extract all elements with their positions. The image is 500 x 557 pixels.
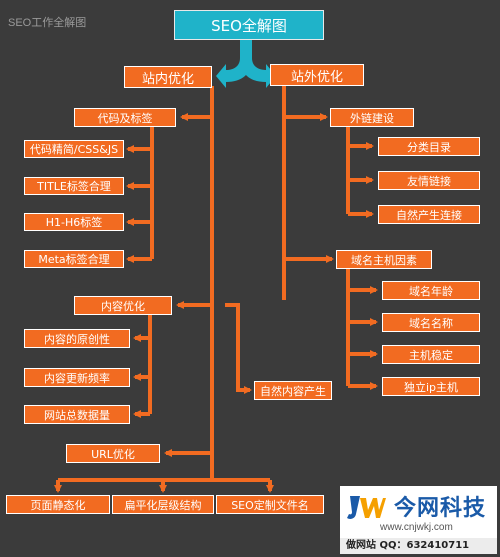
content-item-frequency: 内容更新频率	[24, 368, 130, 387]
links-item-natural: 自然产生连接	[378, 205, 480, 224]
watermark-url: www.cnjwkj.com	[380, 522, 453, 533]
domain-item-ip: 独立ip主机	[382, 377, 480, 396]
diagram-title: SEO全解图	[174, 10, 324, 40]
code-tags-node: 代码及标签	[74, 108, 176, 127]
links-node: 外链建设	[330, 108, 414, 127]
watermark-footer: 做网站 QQ：632410711	[340, 538, 497, 554]
links-item-friend: 友情链接	[378, 171, 480, 190]
content-node: 内容优化	[74, 296, 172, 315]
code-item-title: TITLE标签合理	[24, 177, 124, 195]
onsite-node: 站内优化	[124, 66, 212, 88]
offsite-node: 站外优化	[270, 64, 364, 86]
natural-content-node: 自然内容产生	[254, 381, 332, 400]
corner-label: SEO工作全解图	[8, 17, 87, 29]
links-item-directory: 分类目录	[378, 137, 480, 156]
url-item-flat: 扁平化层级结构	[112, 495, 214, 514]
content-item-originality: 内容的原创性	[24, 329, 130, 348]
watermark-title: 今网科技	[394, 496, 487, 521]
code-item-minify: 代码精简/CSS&JS	[24, 140, 124, 158]
code-item-meta: Meta标签合理	[24, 250, 124, 268]
code-item-h-tags: H1-H6标签	[24, 213, 124, 231]
url-item-filename: SEO定制文件名	[216, 495, 324, 514]
domain-item-age: 域名年龄	[382, 281, 480, 300]
domain-item-host: 主机稳定	[382, 345, 480, 364]
url-node: URL优化	[66, 444, 160, 463]
content-item-volume: 网站总数据量	[24, 405, 130, 424]
watermark-logo: 今网科技 www.cnjwkj.com 做网站 QQ：632410711	[340, 486, 497, 554]
url-item-static: 页面静态化	[6, 495, 110, 514]
domain-node: 域名主机因素	[336, 250, 432, 269]
jw-logo-icon	[347, 496, 386, 519]
domain-item-name: 域名名称	[382, 313, 480, 332]
